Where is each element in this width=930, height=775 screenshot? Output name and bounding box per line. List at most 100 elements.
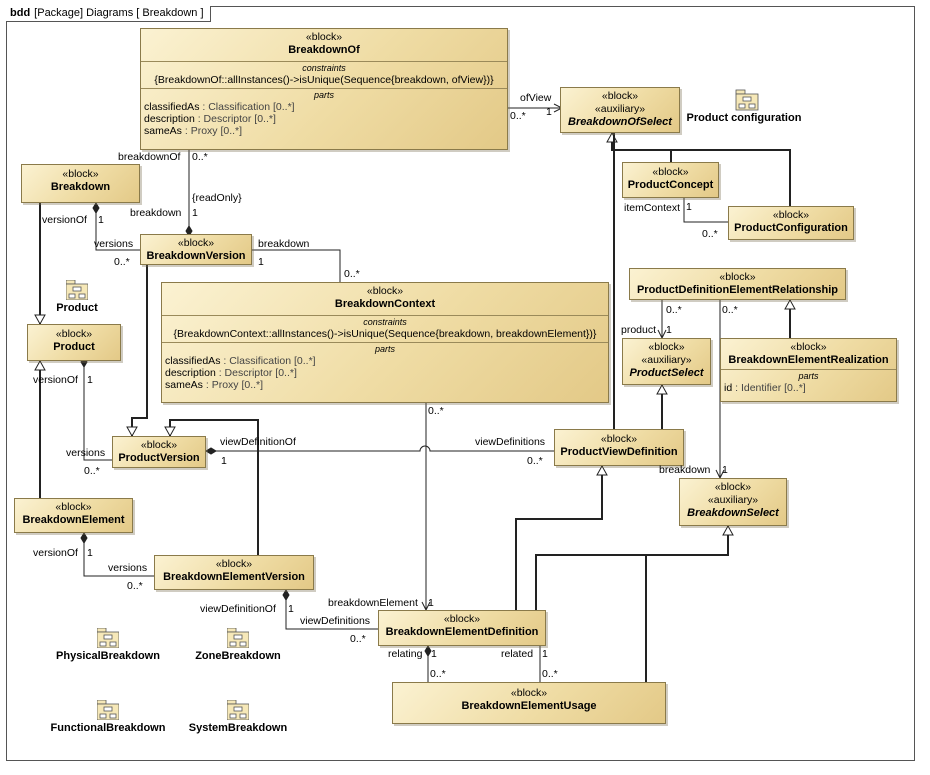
- package-system-breakdown[interactable]: SystemBreakdown: [180, 700, 296, 734]
- gen-productconfig-bos: [620, 149, 791, 206]
- mult-breakdown-of: 0..*: [192, 151, 208, 163]
- assoc-bv-bc: [252, 250, 341, 282]
- mult-version-of-b: 1: [98, 214, 104, 226]
- mult-view-definition-of: 1: [221, 455, 227, 467]
- diagram-frame-tab: bdd[Package] Diagrams [ Breakdown ]: [6, 6, 211, 22]
- mult-of-view-dst: 1: [546, 106, 552, 118]
- block-breakdown-element-version[interactable]: «block»BreakdownElementVersion: [154, 555, 314, 590]
- mult-bc-breakdown-bc: 0..*: [344, 268, 360, 280]
- package-icon: [66, 280, 88, 300]
- block-breakdown-of-select[interactable]: «block»«auxiliary»BreakdownOfSelect: [560, 87, 680, 133]
- block-name: BreakdownOf: [288, 44, 360, 56]
- package-icons: [735, 89, 759, 111]
- assoc-product-pv: [80, 356, 112, 461]
- mult-view-definition-of-bev: 1: [288, 603, 294, 615]
- compartment-title: constraints: [302, 63, 346, 73]
- assoc-be-bev: [80, 532, 154, 577]
- gen-bed-pvd: [515, 464, 608, 610]
- mult-pder-right: 0..*: [722, 304, 738, 316]
- mult-breakdown: 1: [722, 464, 728, 476]
- block-name: ProductVersion: [118, 452, 200, 464]
- role-item-context: itemContext: [624, 202, 681, 214]
- role-versions-pv: versions: [66, 447, 106, 459]
- package-icon: [97, 628, 119, 648]
- block-name: BreakdownElementDefinition: [385, 626, 539, 638]
- mult-bv-breakdown: 1: [192, 207, 198, 219]
- mult-versions-pv: 0..*: [84, 465, 100, 477]
- package-functional-breakdown[interactable]: FunctionalBreakdown: [44, 700, 172, 734]
- diagram-kind: bdd: [10, 7, 31, 19]
- block-product-version[interactable]: «block»ProductVersion: [112, 436, 206, 468]
- block-breakdown-element[interactable]: «block»BreakdownElement: [14, 498, 133, 533]
- diagram-frame: [6, 6, 915, 761]
- role-versions-bev: versions: [108, 562, 148, 574]
- role-bv-breakdown: breakdown: [130, 207, 182, 219]
- mult-pder-left: 0..*: [666, 304, 682, 316]
- block-product[interactable]: «block»Product: [27, 324, 121, 361]
- gen-bev-productversion: [164, 419, 259, 555]
- block-name: BreakdownElementUsage: [461, 700, 597, 712]
- block-breakdown-of[interactable]: «block»BreakdownOf constraints{Breakdown…: [140, 28, 508, 150]
- gen-bed-bselect: [535, 524, 734, 610]
- role-version-of-b: versionOf: [42, 214, 87, 226]
- part: sameAs : Proxy [0..*]: [144, 125, 243, 137]
- role-version-of-be: versionOf: [33, 547, 78, 559]
- block-product-configuration[interactable]: «block»ProductConfiguration: [728, 206, 854, 240]
- block-breakdown-element-realization[interactable]: «block»BreakdownElementRealization parts…: [720, 338, 897, 402]
- mult-version-of-be: 1: [87, 547, 93, 559]
- package-product-configuration[interactable]: Product configuration: [686, 112, 802, 124]
- package-zone-breakdown[interactable]: ZoneBreakdown: [186, 628, 290, 662]
- assoc-breakdown-bv: [92, 202, 140, 251]
- package-physical-breakdown[interactable]: PhysicalBreakdown: [48, 628, 168, 662]
- block-breakdown-select[interactable]: «block»«auxiliary»BreakdownSelect: [679, 478, 787, 526]
- role-of-view: ofView: [520, 92, 552, 104]
- assoc-bev-bed: [282, 589, 378, 630]
- block-name: ProductConcept: [627, 179, 714, 191]
- block-name: Breakdown: [50, 181, 111, 193]
- role-breakdown-element: breakdownElement: [328, 597, 418, 609]
- gen-breakdownversion-productversion: [126, 265, 148, 438]
- mult-versions-bv: 0..*: [114, 256, 130, 268]
- block-product-definition-element-relationship[interactable]: «block»ProductDefinitionElementRelations…: [629, 268, 846, 300]
- block-name: ProductViewDefinition: [560, 446, 678, 458]
- block-breakdown-version[interactable]: «block»BreakdownVersion: [140, 234, 252, 265]
- mult-bc-breakdown-bv: 1: [258, 256, 264, 268]
- block-breakdown[interactable]: «block»Breakdown: [21, 164, 140, 203]
- block-name: BreakdownContext: [334, 298, 436, 310]
- package-icon-product-configuration: [735, 89, 759, 111]
- package-icon: [227, 628, 249, 648]
- block-breakdown-element-usage[interactable]: «block»BreakdownElementUsage: [392, 682, 666, 724]
- block-name: BreakdownElement: [22, 514, 125, 526]
- role-versions-bv: versions: [94, 238, 134, 250]
- role-version-of-p: versionOf: [33, 374, 78, 386]
- block-product-select[interactable]: «block»«auxiliary»ProductSelect: [622, 338, 711, 385]
- block-name: BreakdownElementRealization: [728, 354, 889, 366]
- package-icon: [227, 700, 249, 720]
- constraint: {BreakdownOf::allInstances()->isUnique(S…: [154, 74, 494, 86]
- role-view-definition-of: viewDefinitionOf: [220, 436, 296, 448]
- mult-relating-2: 0..*: [430, 668, 446, 680]
- mult-relating: 1: [431, 648, 437, 660]
- block-breakdown-element-definition[interactable]: «block»BreakdownElementDefinition: [378, 610, 546, 646]
- part: id : Identifier [0..*]: [724, 382, 806, 394]
- role-view-definition-of-bev: viewDefinitionOf: [200, 603, 276, 615]
- mult-product: 1: [666, 324, 672, 336]
- role-relating: relating: [388, 648, 423, 660]
- block-product-view-definition[interactable]: «block»ProductViewDefinition: [554, 429, 684, 466]
- block-name: ProductConfiguration: [734, 222, 848, 234]
- block-name: BreakdownElementVersion: [163, 571, 305, 583]
- role-breakdown-of: breakdownOf: [118, 151, 181, 163]
- mult-item-context: 1: [686, 201, 692, 213]
- role-breakdown: breakdown: [659, 464, 711, 476]
- package-product[interactable]: Product: [52, 280, 102, 314]
- block-name: BreakdownVersion: [146, 250, 246, 262]
- role-bc-breakdown: breakdown: [258, 238, 310, 250]
- block-breakdown-context[interactable]: «block»BreakdownContext constraints{Brea…: [161, 282, 609, 403]
- mult-breakdown-element: 1: [428, 597, 434, 609]
- compartment-title: parts: [313, 90, 334, 100]
- block-product-concept[interactable]: «block»ProductConcept: [622, 162, 719, 198]
- part: description : Descriptor [0..*]: [165, 367, 297, 379]
- block-name: Product: [53, 341, 95, 353]
- mult-version-of-p: 1: [87, 374, 93, 386]
